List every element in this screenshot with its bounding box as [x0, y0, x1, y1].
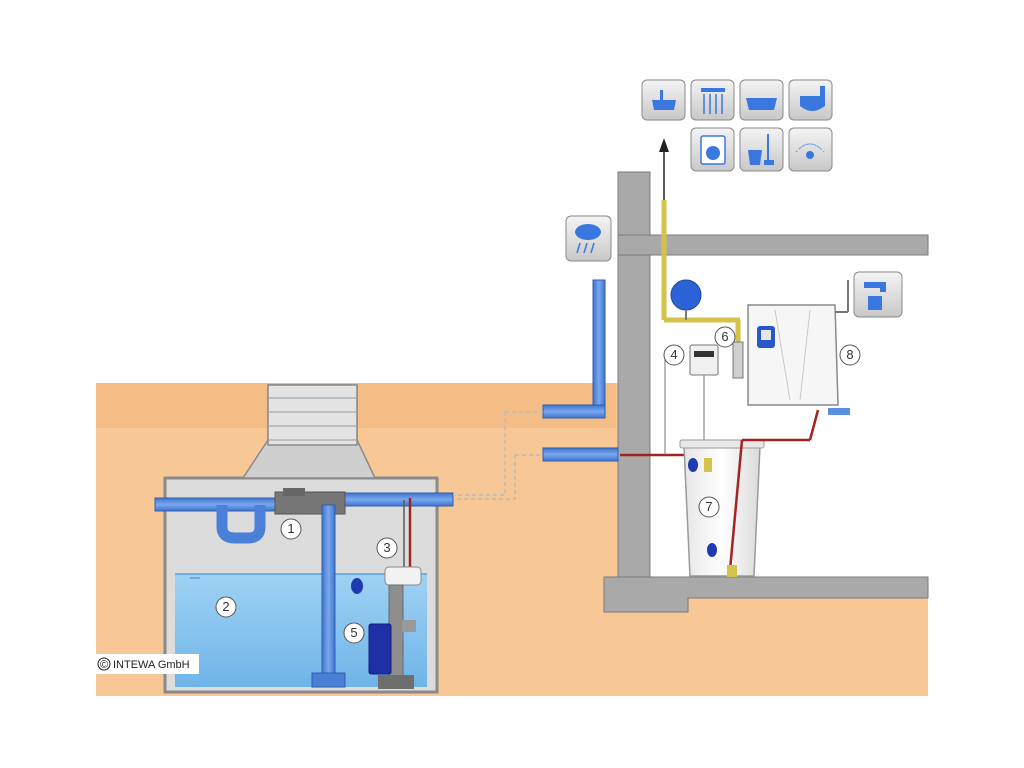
basement-floor-slab: [603, 576, 929, 613]
valve-assembly: [732, 341, 744, 379]
svg-text:8: 8: [846, 347, 853, 362]
rain-cloud-icon: [565, 215, 612, 262]
supply-arrow-head: [659, 138, 669, 152]
pump-float-switch: [384, 566, 422, 586]
float-ball-storage-bottom: [707, 543, 717, 557]
pump-base: [378, 675, 414, 689]
supply-arrow: [659, 138, 669, 200]
bathtub-icon: [739, 79, 784, 121]
tank-shaft: [267, 384, 358, 446]
usage-icons: [565, 79, 903, 318]
callout-2: 2: [215, 596, 237, 618]
cabinet-line-2: [799, 309, 811, 401]
svg-text:3: 3: [383, 540, 390, 555]
svg-text:2: 2: [222, 599, 229, 614]
cleaning-bucket-icon: [739, 127, 784, 172]
inlet-foot: [311, 672, 346, 688]
copyright-badge: © INTEWA GmbH: [93, 654, 199, 674]
downpipe-vertical: [592, 279, 606, 406]
callout-1: 1: [280, 518, 302, 540]
svg-text:7: 7: [705, 499, 712, 514]
callouts: 1 2 3 4 5 6 7 8: [215, 326, 861, 644]
float-ball-tank: [351, 578, 363, 594]
control-box: [689, 344, 719, 376]
tank-pipework: [154, 488, 454, 688]
pump-fitting: [402, 620, 416, 632]
garden-sprinkler-icon: [788, 127, 833, 172]
rainwater-tank: [163, 384, 439, 694]
callout-4: 4: [663, 344, 685, 366]
storage-red-line: [728, 439, 744, 571]
storage-red-up: [808, 409, 820, 441]
svg-text:5: 5: [350, 625, 357, 640]
cabinet-line-1: [774, 309, 791, 401]
storage-foot-valve: [727, 565, 737, 577]
svg-text:4: 4: [670, 347, 677, 362]
downpipe-elbow: [542, 404, 606, 419]
callout-8: 8: [839, 344, 861, 366]
float-ball-storage-top: [688, 458, 698, 472]
tank-overflow-to-building: [542, 447, 619, 462]
calmed-inlet-pipe: [321, 504, 336, 678]
callout-3: 3: [376, 537, 398, 559]
water-tap-icon: [853, 271, 903, 318]
submersible-pump-assembly: [351, 566, 422, 689]
building-equipment: [661, 200, 850, 577]
cabinet-outlet: [828, 408, 850, 415]
external-pipework: [453, 279, 700, 500]
storage-float-yellow: [704, 458, 712, 472]
svg-text:6: 6: [721, 329, 728, 344]
dashed-feed-line-2: [455, 455, 516, 500]
copyright-text: INTEWA GmbH: [113, 659, 190, 671]
svg-text:©: ©: [100, 659, 108, 671]
control-box-display: [694, 351, 714, 357]
callout-7: 7: [698, 496, 720, 518]
backup-module-cabinet: [747, 304, 839, 406]
filter-cap: [283, 488, 305, 496]
shower-icon: [690, 79, 735, 121]
uv-unit: [368, 623, 392, 675]
exterior-wall: [617, 171, 651, 578]
toilet-icon: [788, 79, 833, 121]
ceiling-slab: [617, 234, 929, 256]
washing-machine-icon: [690, 127, 735, 172]
cabinet-controller-screen: [761, 330, 771, 340]
washbasin-icon: [641, 79, 686, 121]
svg-text:1: 1: [287, 521, 294, 536]
callout-6: 6: [714, 326, 736, 348]
overflow-pipe-right: [344, 492, 454, 507]
siphon-trap: [216, 505, 266, 544]
callout-5: 5: [343, 622, 365, 644]
expansion-vessel: [670, 279, 702, 311]
